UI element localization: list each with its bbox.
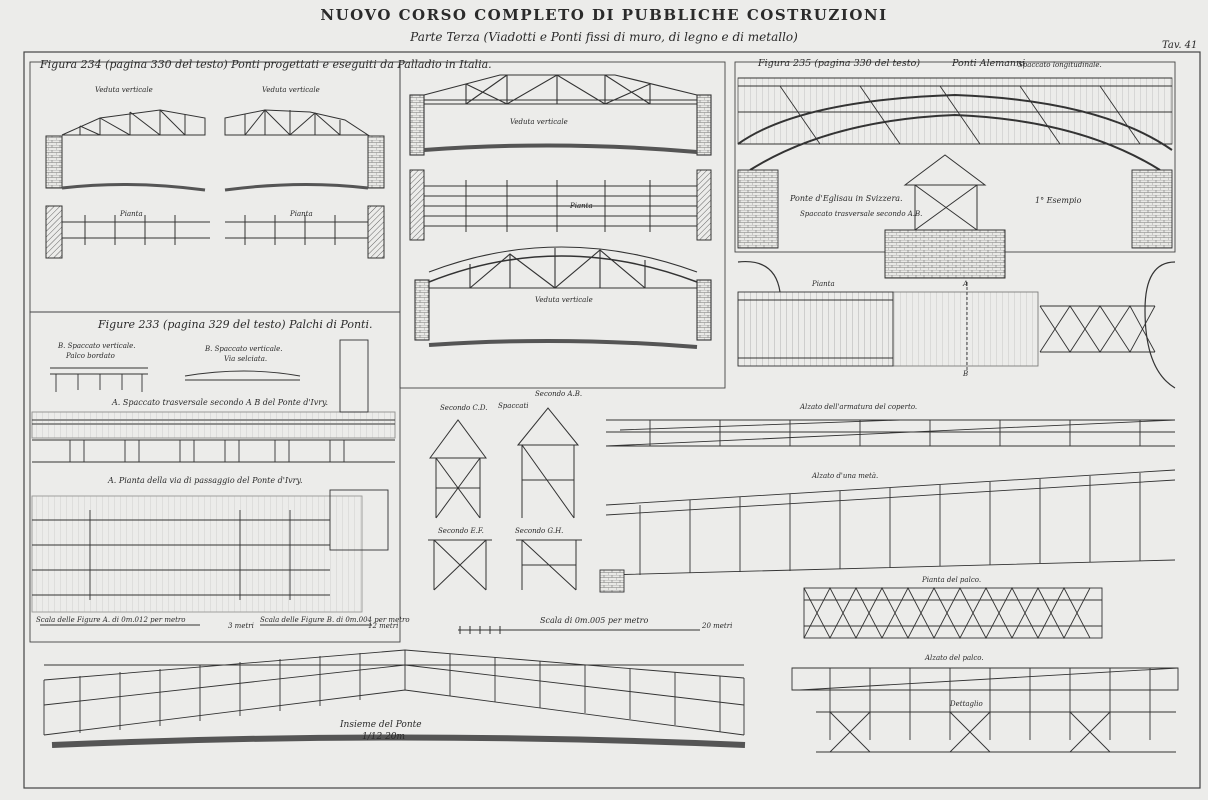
palladio-truss-top bbox=[409, 74, 712, 156]
center-label-spaccati: Spaccati bbox=[498, 402, 529, 410]
fig235-label-pianta: Pianta bbox=[812, 280, 835, 288]
center-scale: Scala di 0m.005 per metro bbox=[540, 616, 649, 625]
palladio-bridge-left bbox=[45, 109, 385, 259]
fig234-caption: Figura 234 (pagina 330 del testo) Ponti … bbox=[40, 58, 492, 71]
fig233-label-b1-line1: B. Spaccato verticale. bbox=[58, 342, 136, 350]
label-alzato-palco: Alzato del palco. bbox=[925, 654, 984, 662]
fig235-caption: Figura 235 (pagina 330 del testo) bbox=[758, 58, 921, 69]
deck-details bbox=[31, 339, 396, 626]
eglisau-cross-section bbox=[884, 154, 1006, 279]
fig235-label-ponte: Ponte d'Eglisau in Svizzera. bbox=[790, 194, 903, 203]
fig233-scale2: Scala delle Figure B. di 0m.004 per metr… bbox=[260, 616, 410, 624]
fig235-label-spaccato: Spaccato trasversale secondo A.B. bbox=[800, 210, 923, 218]
plate-number: Tav. 41 bbox=[1162, 40, 1198, 51]
frame-lines bbox=[23, 51, 1201, 789]
center-scale-end: 20 metri bbox=[702, 622, 733, 630]
fig233-label-b2-line1: B. Spaccato verticale. bbox=[205, 345, 283, 353]
palladio-arch-bottom bbox=[414, 246, 712, 349]
fig233-label-b2-line2: Via selciata. bbox=[224, 355, 268, 363]
fig234-label-veduta-center-bottom: Veduta verticale bbox=[535, 296, 593, 304]
fig233-label-a-pianta: A. Pianta della via di passaggio del Pon… bbox=[108, 476, 303, 485]
fig235-label-esempio: 1° Esempio bbox=[1035, 196, 1082, 205]
fig234-label-pianta-left: Pianta bbox=[120, 210, 143, 218]
fig234-label-pianta-right: Pianta bbox=[290, 210, 313, 218]
long-bridge-elevation bbox=[43, 649, 746, 748]
center-label-ab: Secondo A.B. bbox=[535, 390, 583, 398]
pile-plan bbox=[803, 587, 1103, 639]
plate-subtitle: Parte Terza (Viadotti e Ponti fissi di m… bbox=[410, 30, 798, 44]
center-label-gh: Secondo G.H. bbox=[515, 527, 564, 535]
eglisau-plan bbox=[737, 260, 1176, 389]
center-label-cd: Secondo C.D. bbox=[440, 404, 488, 412]
fig233-scale1-end: 3 metri bbox=[228, 622, 254, 630]
ramp-elevations bbox=[599, 419, 1176, 593]
bottom-scale: 1/12 20m bbox=[362, 732, 406, 742]
fig235-subtitle: Spaccato longitudinale. bbox=[1018, 61, 1102, 69]
label-alzato-meta: Alzato d'una metà. bbox=[812, 472, 879, 480]
label-dettaglio: Dettaglio bbox=[950, 700, 983, 708]
fig233-scale2-end: 12 metri bbox=[368, 622, 399, 630]
eglisau-bridge-elevation bbox=[737, 77, 1173, 249]
center-label-ef: Secondo E.F. bbox=[438, 527, 484, 535]
label-alzato-armatura: Alzato dell'armatura del coperto. bbox=[800, 403, 918, 411]
fig235-label-a: A bbox=[963, 280, 969, 288]
fig234-label-pianta-center: Pianta bbox=[570, 202, 593, 210]
fig233-label-a-spaccato: A. Spaccato trasversale secondo A B del … bbox=[112, 398, 329, 407]
plate-title: NUOVO CORSO COMPLETO DI PUBBLICHE COSTRU… bbox=[320, 6, 888, 24]
fig235-label-b: B bbox=[963, 370, 969, 378]
bottom-title: Insieme del Ponte bbox=[340, 720, 422, 730]
fig234-label-veduta-left: Veduta verticale bbox=[95, 86, 153, 94]
fig234-label-veduta-right: Veduta verticale bbox=[262, 86, 320, 94]
pile-elevation bbox=[791, 667, 1179, 753]
palladio-plan-center bbox=[409, 169, 712, 241]
fig233-caption: Figure 233 (pagina 329 del testo) Palchi… bbox=[98, 318, 373, 331]
fig235-title: Ponti Alemanni bbox=[952, 58, 1026, 69]
label-pianta-palco: Pianta del palco. bbox=[922, 576, 982, 584]
fig234-label-veduta-center-top: Veduta verticale bbox=[510, 118, 568, 126]
fig233-scale1: Scala delle Figure A. di 0m.012 per metr… bbox=[36, 616, 186, 624]
center-cross-sections bbox=[428, 407, 700, 634]
fig233-label-b1-line2: Palco bordato bbox=[66, 352, 115, 360]
